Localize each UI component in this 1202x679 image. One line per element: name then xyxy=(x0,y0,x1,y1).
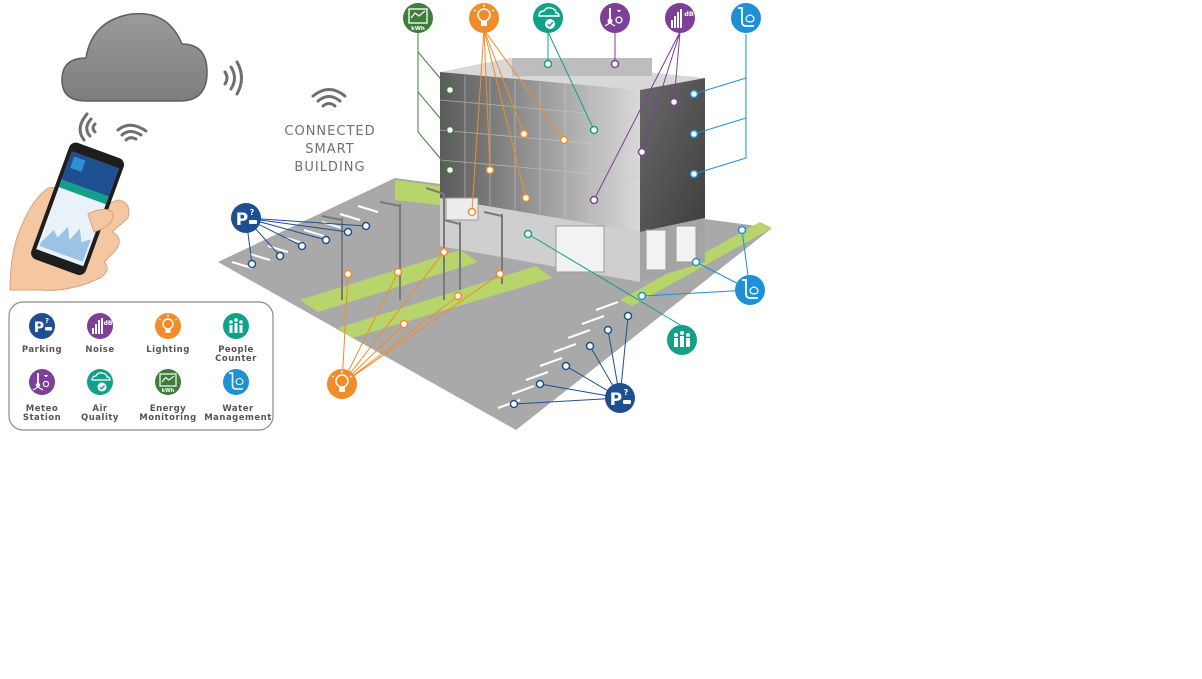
legend-item-water-management: Water Management xyxy=(204,369,272,423)
legend-label-people-counter-1: People xyxy=(218,345,254,355)
lightbulb-icon xyxy=(327,369,357,399)
legend-label-water-2: Management xyxy=(204,413,272,423)
energy-meter-icon: kWh xyxy=(155,369,181,395)
legend-label-energy-1: Energy xyxy=(150,404,186,414)
legend-item-energy-monitoring: kWh Energy Monitoring xyxy=(139,369,196,423)
energy-connectors xyxy=(417,32,451,171)
legend: P ? Parking dB Noise xyxy=(8,301,274,431)
legend-label-noise: Noise xyxy=(85,345,114,355)
meteo-station-icon xyxy=(600,3,630,33)
meteo-connectors xyxy=(593,31,681,201)
parking-icon: P ? xyxy=(29,313,55,339)
parking-icon: P ? xyxy=(605,383,635,413)
air-quality-connectors xyxy=(527,31,683,327)
parking-p-text: P xyxy=(610,390,622,410)
legend-item-noise: dB Noise xyxy=(85,313,114,355)
legend-item-parking: P ? Parking xyxy=(22,313,62,355)
energy-kwh-text: kWh xyxy=(162,388,175,394)
noise-db-text: dB xyxy=(104,320,113,327)
parking-p-text: P xyxy=(34,320,44,336)
wifi-signal-icon xyxy=(223,60,243,96)
parking-p-text: P xyxy=(236,210,248,230)
lighting-sensors xyxy=(343,129,569,329)
wifi-signal-icon xyxy=(78,112,97,142)
lightbulb-icon xyxy=(155,313,181,339)
air-quality-icon xyxy=(87,369,113,395)
water-tap-icon xyxy=(735,275,765,305)
wifi-signal-icon xyxy=(311,88,347,108)
lightbulb-icon xyxy=(469,3,499,33)
people-counter-icon xyxy=(667,325,697,355)
wifi-signal-icon xyxy=(116,123,148,142)
noise-icon: dB xyxy=(87,313,113,339)
meteo-station-icon xyxy=(29,369,55,395)
lighting-connectors xyxy=(341,29,565,385)
noise-db-text: dB xyxy=(684,10,694,18)
legend-label-energy-2: Monitoring xyxy=(139,413,196,423)
water-tap-icon xyxy=(223,369,249,395)
legend-label-people-counter-2: Counter xyxy=(215,354,257,364)
parking-sensors xyxy=(247,221,633,409)
legend-label-parking: Parking xyxy=(22,345,62,355)
legend-label-lighting: Lighting xyxy=(146,345,190,355)
water-tap-icon xyxy=(731,3,761,33)
legend-label-air-1: Air xyxy=(92,404,107,414)
air-quality-icon xyxy=(533,3,563,33)
cloud-icon xyxy=(61,12,208,102)
parking-question-text: ? xyxy=(45,317,49,325)
smartphone-in-hand xyxy=(9,142,130,291)
legend-item-meteo-station: Meteo Station xyxy=(23,369,61,423)
energy-meter-icon: kWh xyxy=(403,3,433,33)
parking-icon: P ? xyxy=(231,203,261,233)
noise-sensors xyxy=(589,59,679,205)
title-line-3: BUILDING xyxy=(294,160,365,175)
parking-question-text: ? xyxy=(250,208,255,217)
energy-kwh-text: kWh xyxy=(411,26,425,32)
water-sensors xyxy=(637,89,747,301)
energy-sensors xyxy=(445,85,455,175)
legend-label-air-2: Quality xyxy=(81,413,119,423)
legend-label-meteo-1: Meteo xyxy=(26,404,58,414)
title-line-1: CONNECTED xyxy=(284,124,375,139)
legend-item-lighting: Lighting xyxy=(146,313,190,355)
legend-label-meteo-2: Station xyxy=(23,413,61,423)
noise-icon: dB xyxy=(665,3,695,33)
people-counter-icon xyxy=(223,313,249,339)
legend-label-water-1: Water xyxy=(222,404,254,414)
parking-question-text: ? xyxy=(624,388,629,397)
legend-item-people-counter: People Counter xyxy=(215,313,257,364)
air-quality-sensors xyxy=(523,59,599,239)
legend-item-air-quality: Air Quality xyxy=(81,369,119,423)
title-line-2: SMART xyxy=(305,142,354,157)
